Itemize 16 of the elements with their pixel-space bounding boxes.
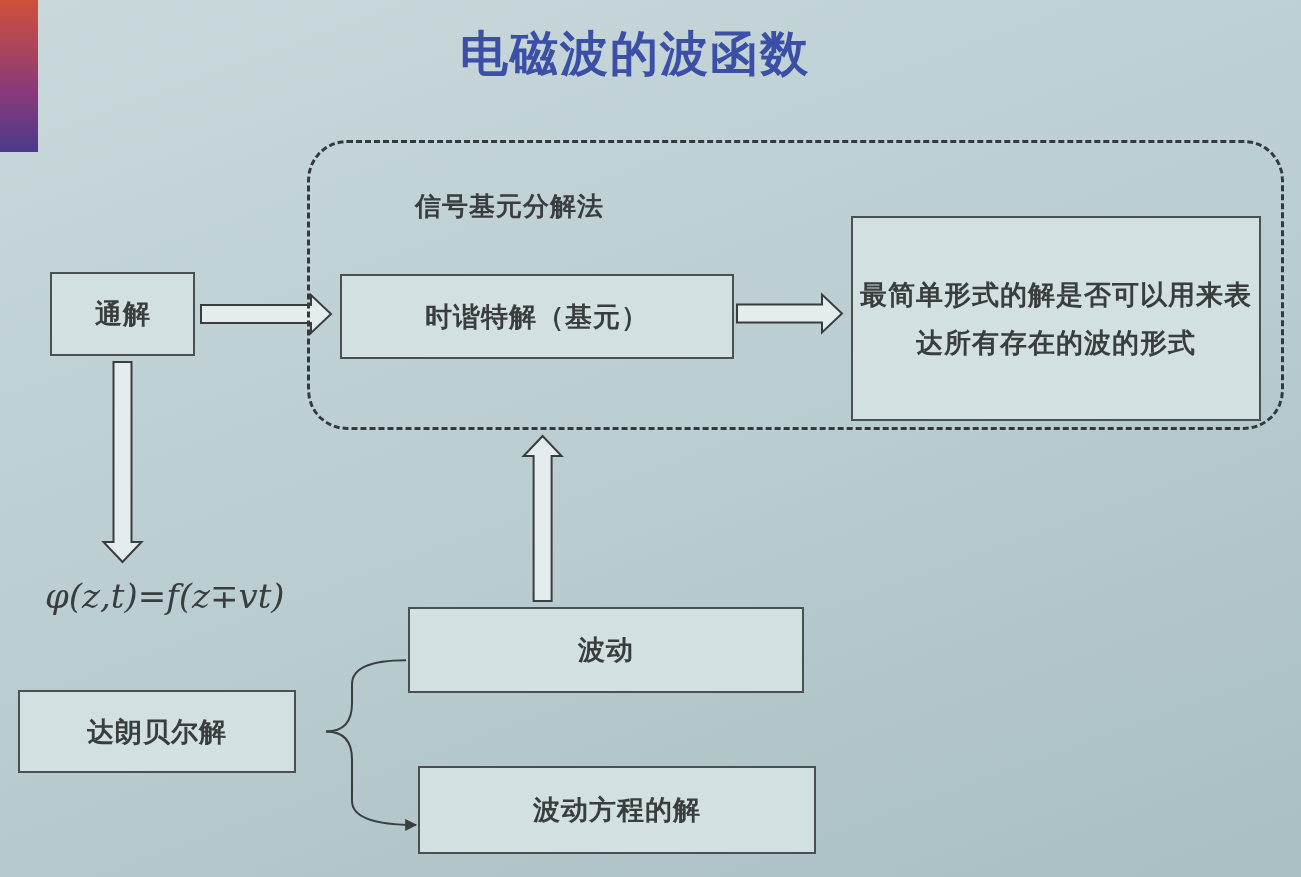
text-box: 波动 [408,607,804,693]
text-box: 通解 [50,272,195,356]
hollow-arrow [200,292,333,336]
brace-connector [325,730,418,831]
group-heading: 信号基元分解法 [415,190,604,223]
formula: φ(z,t)=f(z∓vt) [45,568,375,624]
hollow-arrow [521,434,564,602]
text-box: 达朗贝尔解 [18,690,296,773]
text-box: 最简单形式的解是否可以用来表达所有存在的波的形式 [851,216,1261,421]
hollow-arrow [736,292,844,335]
text-box: 波动方程的解 [418,766,816,854]
hollow-arrow [101,361,144,564]
dashed-group [307,140,1284,430]
text-box: 时谐特解（基元） [340,274,734,359]
brace-connector [325,659,407,733]
title: 电磁波的波函数 [459,24,811,83]
